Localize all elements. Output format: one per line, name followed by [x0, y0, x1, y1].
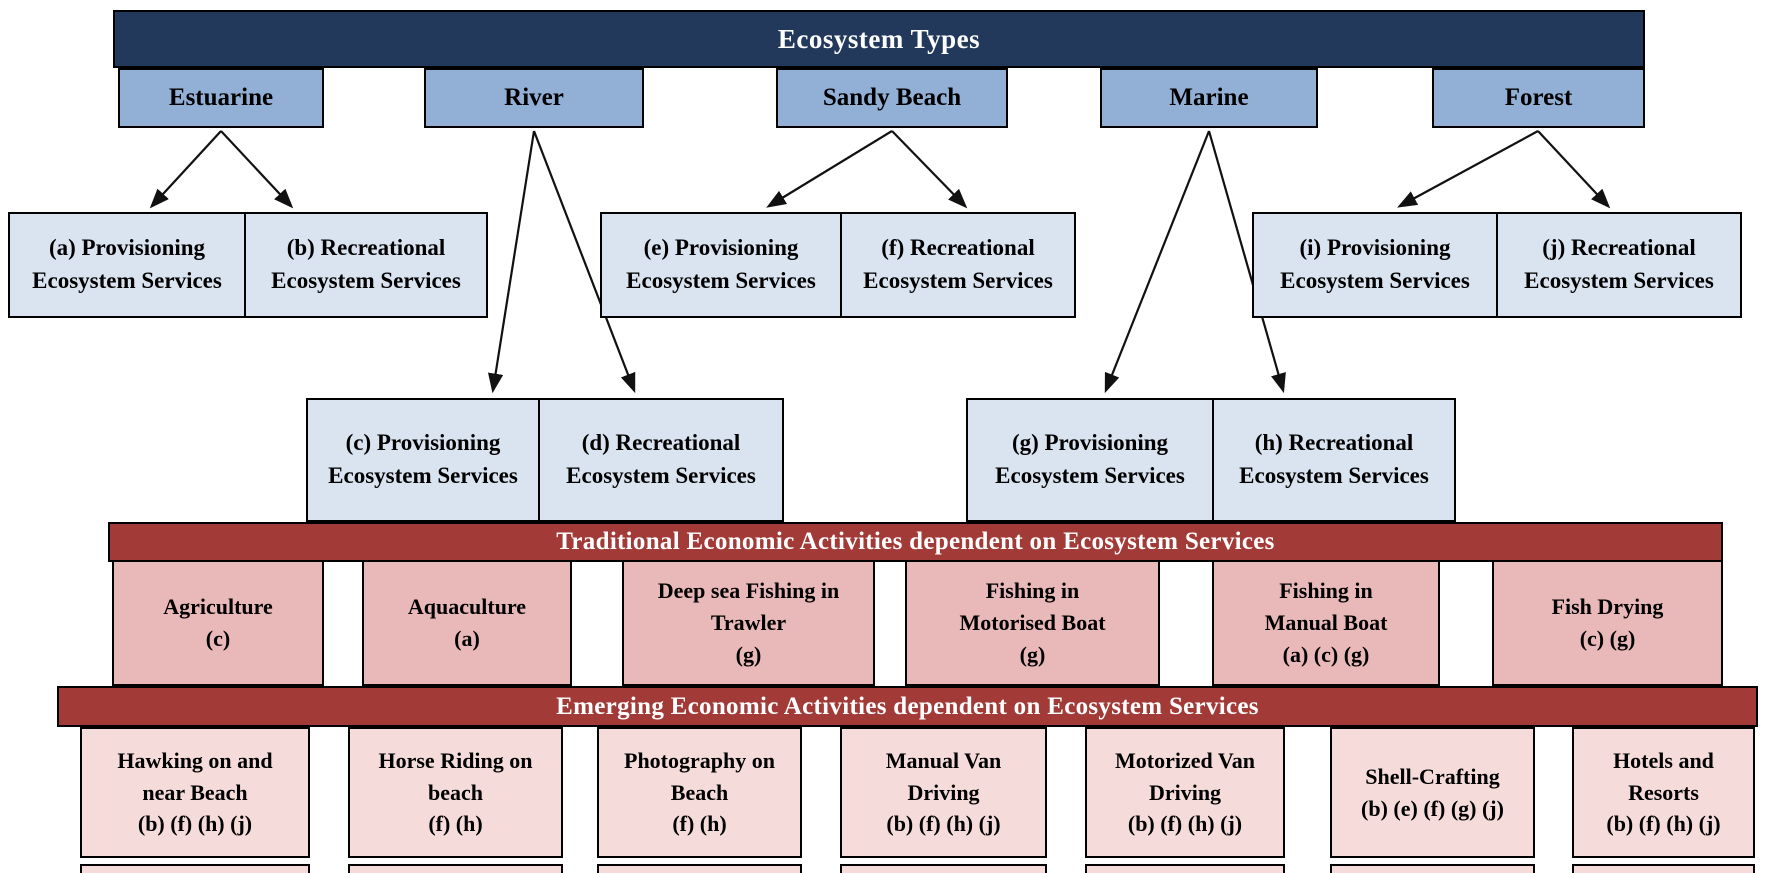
service-box-d-recreational: (d) Recreational Ecosystem Services — [538, 398, 784, 522]
type-box-sandy-beach: Sandy Beach — [776, 68, 1008, 128]
activity-name: Horse Riding on beach — [378, 747, 533, 805]
service-label: (h) Recreational Ecosystem Services — [1239, 430, 1429, 488]
activity-name: Aquaculture — [407, 594, 527, 620]
service-box-h-recreational: (h) Recreational Ecosystem Services — [1212, 398, 1456, 522]
type-label: Forest — [1504, 84, 1573, 111]
activity-box-hawking: Hawking on and near Beach (b) (f) (h) (j… — [80, 727, 310, 858]
activity-codes: (f) (h) — [428, 811, 483, 837]
type-box-marine: Marine — [1100, 68, 1318, 128]
emerging-activities-title: Emerging Economic Activities dependent o… — [556, 692, 1259, 720]
type-label: River — [504, 84, 564, 111]
arrow-estuarine-a — [149, 130, 222, 209]
arrow-forest-i — [1397, 130, 1539, 208]
traditional-activities-title: Traditional Economic Activities dependen… — [556, 528, 1275, 555]
activity-name: Motorized Van Driving — [1115, 747, 1255, 805]
activity-codes: (b) (e) (f) (g) (j) — [1361, 795, 1504, 821]
activity-codes: (a) — [454, 626, 480, 651]
arrow-river-c — [487, 130, 536, 394]
type-label: Marine — [1169, 84, 1249, 111]
service-label: (e) Provisioning Ecosystem Services — [626, 235, 816, 293]
service-box-f-recreational: (f) Recreational Ecosystem Services — [840, 212, 1076, 318]
service-label: (j) Recreational Ecosystem Services — [1524, 235, 1714, 293]
activity-name: Fishing in Motorised Boat — [959, 578, 1106, 636]
service-box-c-provisioning: (c) Provisioning Ecosystem Services — [306, 398, 540, 522]
cutoff-row-box — [840, 864, 1047, 873]
type-label: Sandy Beach — [822, 84, 962, 111]
service-label: (i) Provisioning Ecosystem Services — [1280, 235, 1470, 293]
activity-name: Shell-Crafting — [1365, 763, 1500, 789]
activity-name: Hotels and Resorts — [1613, 747, 1714, 805]
activity-name: Manual Van Driving — [885, 747, 1002, 805]
service-box-j-recreational: (j) Recreational Ecosystem Services — [1496, 212, 1742, 318]
activity-name: Hawking on and near Beach — [117, 747, 273, 805]
activity-box-photography: Photography on Beach (f) (h) — [597, 727, 802, 858]
activity-codes: (g) — [735, 641, 762, 667]
activity-codes: (c) — [205, 626, 231, 651]
cutoff-row-box — [1572, 864, 1755, 873]
activity-box-manual-van-driving: Manual Van Driving (b) (f) (h) (j) — [840, 727, 1047, 858]
arrow-sandybeach-f — [891, 130, 968, 209]
activity-codes: (b) (f) (h) (j) — [137, 811, 253, 837]
activity-box-aquaculture: Aquaculture (a) — [362, 560, 572, 686]
activity-box-fishing-manual-boat: Fishing in Manual Boat (a) (c) (g) — [1212, 560, 1440, 686]
activity-codes: (b) (f) (h) (j) — [1127, 811, 1243, 837]
arrow-marine-g — [1104, 130, 1211, 394]
arrow-estuarine-b — [220, 130, 294, 209]
service-label: (a) Provisioning Ecosystem Services — [32, 235, 222, 293]
activity-codes: (b) (f) (h) (j) — [1606, 811, 1721, 837]
type-box-estuarine: Estuarine — [118, 68, 324, 128]
activity-name: Photography on Beach — [624, 747, 775, 805]
activity-codes: (f) (h) — [672, 811, 727, 837]
service-box-a-provisioning: (a) Provisioning Ecosystem Services — [8, 212, 246, 318]
activity-name: Fish Drying — [1551, 594, 1664, 620]
activity-codes: (g) — [1019, 641, 1046, 667]
service-label: (d) Recreational Ecosystem Services — [566, 430, 756, 488]
activity-box-horse-riding: Horse Riding on beach (f) (h) — [348, 727, 563, 858]
activity-box-deep-sea-fishing: Deep sea Fishing in Trawler (g) — [622, 560, 875, 686]
emerging-activities-bar: Emerging Economic Activities dependent o… — [57, 686, 1758, 727]
arrow-sandybeach-e — [766, 130, 893, 208]
cutoff-row-box — [1085, 864, 1285, 873]
traditional-activities-bar: Traditional Economic Activities dependen… — [108, 522, 1723, 562]
type-label: Estuarine — [168, 84, 274, 111]
activity-box-fishing-motorised-boat: Fishing in Motorised Boat (g) — [905, 560, 1160, 686]
cutoff-row-box — [80, 864, 310, 873]
arrow-forest-j — [1537, 130, 1611, 209]
activity-box-shell-crafting: Shell-Crafting (b) (e) (f) (g) (j) — [1330, 727, 1535, 858]
service-label: (b) Recreational Ecosystem Services — [271, 235, 461, 293]
activity-name: Fishing in Manual Boat — [1264, 578, 1388, 636]
service-label: (g) Provisioning Ecosystem Services — [995, 430, 1185, 488]
service-box-b-recreational: (b) Recreational Ecosystem Services — [244, 212, 488, 318]
type-box-forest: Forest — [1432, 68, 1645, 128]
activity-codes: (b) (f) (h) (j) — [886, 811, 1001, 837]
activity-box-hotels-resorts: Hotels and Resorts (b) (f) (h) (j) — [1572, 727, 1755, 858]
service-box-e-provisioning: (e) Provisioning Ecosystem Services — [600, 212, 842, 318]
activity-codes: (c) (g) — [1579, 626, 1636, 651]
service-label: (f) Recreational Ecosystem Services — [863, 235, 1053, 293]
service-label: (c) Provisioning Ecosystem Services — [328, 430, 518, 488]
activity-box-fish-drying: Fish Drying (c) (g) — [1492, 560, 1723, 686]
activity-name: Deep sea Fishing in Trawler — [657, 578, 840, 636]
diagram-title-bar: Ecosystem Types — [113, 10, 1645, 68]
service-box-g-provisioning: (g) Provisioning Ecosystem Services — [966, 398, 1214, 522]
cutoff-row-box — [1330, 864, 1535, 873]
type-box-river: River — [424, 68, 644, 128]
activity-name: Agriculture — [163, 594, 273, 620]
activity-box-motorized-van-driving: Motorized Van Driving (b) (f) (h) (j) — [1085, 727, 1285, 858]
diagram-title: Ecosystem Types — [777, 23, 981, 54]
cutoff-row-box — [348, 864, 563, 873]
activity-codes: (a) (c) (g) — [1282, 641, 1370, 667]
cutoff-row-box — [597, 864, 802, 873]
service-box-i-provisioning: (i) Provisioning Ecosystem Services — [1252, 212, 1498, 318]
activity-box-agriculture: Agriculture (c) — [112, 560, 324, 686]
